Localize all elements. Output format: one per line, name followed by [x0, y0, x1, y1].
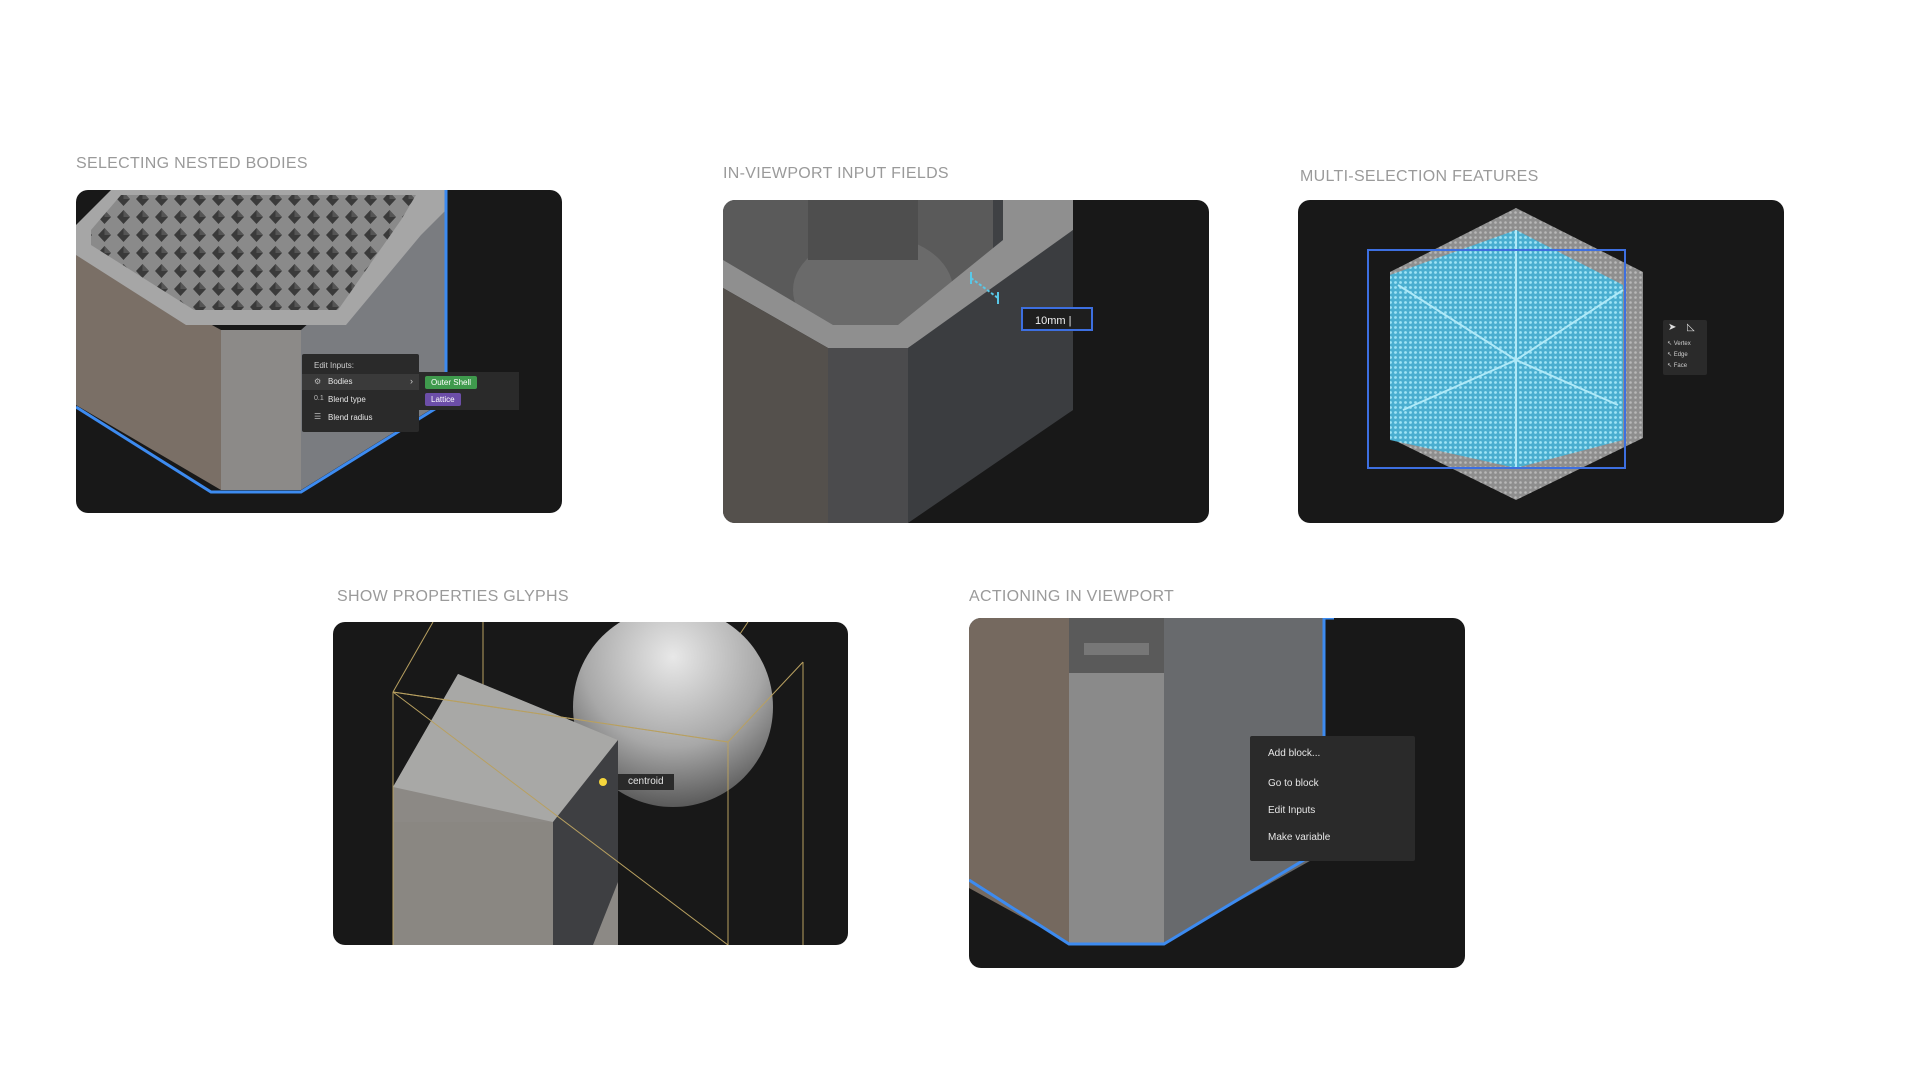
- menu-item-add-block[interactable]: Add block...: [1268, 748, 1321, 759]
- submenu-item-lattice[interactable]: Lattice: [425, 393, 461, 406]
- list-icon: ☰: [314, 412, 322, 421]
- decimal-icon: 0.1: [314, 395, 324, 402]
- filter-label: Vertex: [1673, 341, 1691, 347]
- nested-bodies-model: [76, 190, 448, 494]
- section-label-actioning: ACTIONING IN VIEWPORT: [969, 588, 1175, 605]
- box-select-icon[interactable]: ◺: [1687, 322, 1695, 333]
- section-label-input-fields: IN-VIEWPORT INPUT FIELDS: [723, 165, 949, 182]
- filter-item-edge[interactable]: ↖ Edge: [1667, 352, 1688, 358]
- viewport-properties-glyphs[interactable]: centroid: [333, 622, 848, 945]
- menu-item-bodies[interactable]: ⚙ Bodies ›: [302, 374, 419, 390]
- menu-item-blend-radius[interactable]: ☰ Blend radius: [302, 410, 419, 426]
- viewport-input-fields[interactable]: 10mm |: [723, 200, 1209, 523]
- section-label-properties-glyphs: SHOW PROPERTIES GLYPHS: [337, 588, 569, 605]
- chevron-right-icon: ›: [410, 376, 413, 386]
- edit-inputs-header: Edit Inputs:: [314, 361, 355, 370]
- menu-item-blend-type[interactable]: 0.1 Blend type: [302, 392, 419, 408]
- menu-item-label: Blend radius: [328, 413, 373, 422]
- filter-item-face[interactable]: ↖ Face: [1667, 363, 1688, 369]
- menu-item-go-to-block[interactable]: Go to block: [1268, 778, 1319, 789]
- pointer-icon[interactable]: ➤: [1668, 322, 1677, 333]
- filter-label: Face: [1673, 363, 1688, 369]
- menu-item-edit-inputs[interactable]: Edit Inputs: [1268, 805, 1316, 816]
- viewport-nested-bodies[interactable]: Edit Inputs: ⚙ Bodies › 0.1 Blend type ☰…: [76, 190, 562, 513]
- submenu-item-outer-shell[interactable]: Outer Shell: [425, 376, 478, 389]
- multi-selection-model: [1367, 208, 1643, 500]
- selection-filter-toolbar: ➤ ◺ ↖ Vertex ↖ Edge ↖ Face: [1663, 320, 1707, 375]
- menu-item-label: Blend type: [328, 395, 366, 404]
- bodies-icon: ⚙: [314, 377, 322, 386]
- filter-label: Edge: [1673, 352, 1688, 358]
- viewport-multi-selection[interactable]: ➤ ◺ ↖ Vertex ↖ Edge ↖ Face: [1298, 200, 1784, 523]
- section-label-multi-selection: MULTI-SELECTION FEATURES: [1300, 168, 1539, 185]
- viewport-actioning[interactable]: Add block... Go to block Edit Inputs Mak…: [969, 618, 1465, 968]
- section-label-nested-bodies: SELECTING NESTED BODIES: [76, 155, 308, 172]
- properties-glyphs-model: [392, 622, 804, 945]
- edit-inputs-menu: Edit Inputs: ⚙ Bodies › 0.1 Blend type ☰…: [302, 354, 419, 432]
- menu-item-make-variable[interactable]: Make variable: [1268, 832, 1331, 843]
- dimension-input-field[interactable]: 10mm |: [1021, 307, 1093, 331]
- menu-item-label: Bodies: [328, 377, 353, 386]
- bodies-submenu: Outer Shell Lattice: [419, 372, 519, 410]
- centroid-label: centroid: [618, 774, 674, 790]
- input-fields-model: [723, 200, 1073, 523]
- viewport-context-menu: Add block... Go to block Edit Inputs Mak…: [1250, 736, 1415, 861]
- filter-item-vertex[interactable]: ↖ Vertex: [1667, 341, 1691, 347]
- actioning-model: [969, 618, 1334, 946]
